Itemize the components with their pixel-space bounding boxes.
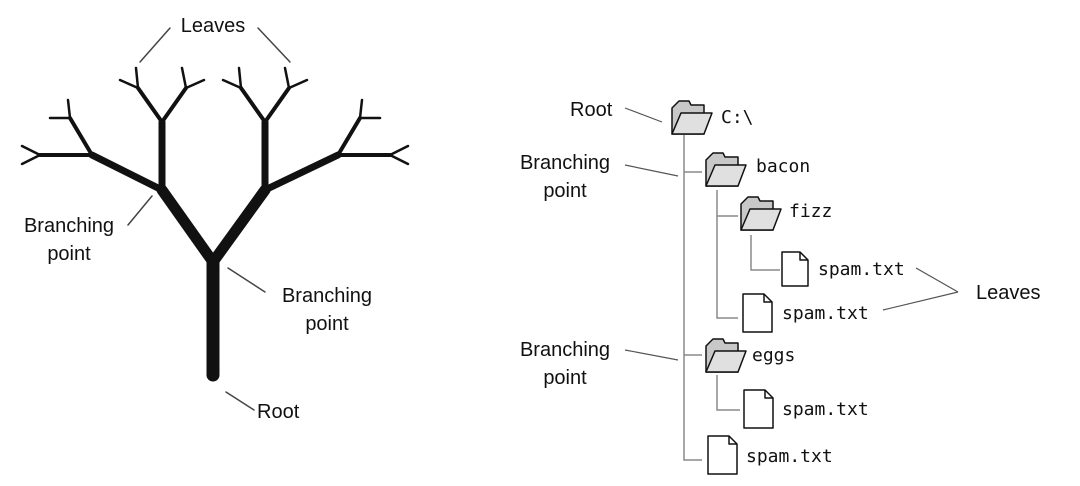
- folder-fizz-name: fizz: [789, 201, 833, 222]
- fs-leaves-leader-lower: [882, 291, 959, 311]
- tree-leader-lines: [127, 27, 291, 411]
- fs-branching-point-label-upper: Branching point: [519, 152, 611, 202]
- tree-branch-right-out: [261, 151, 342, 194]
- fs-branching-point-label-lower: Branching point: [519, 339, 611, 389]
- root-leader: [225, 391, 255, 411]
- fs-branching-upper-leader: [624, 164, 679, 177]
- folder-icon: [740, 196, 782, 231]
- fs-root-leader: [624, 107, 663, 123]
- file-eggs-spam-name: spam.txt: [782, 399, 869, 420]
- tree-main-branch-left: [156, 184, 219, 268]
- root-label: Root: [257, 401, 300, 423]
- branching-right-leader: [227, 267, 266, 293]
- folder-bacon-name: bacon: [756, 156, 811, 177]
- fs-root-label: Root: [570, 99, 613, 121]
- tree-leaf-tips: [20, 66, 410, 166]
- folder-icon: [671, 100, 713, 135]
- folder-icon: [705, 338, 747, 373]
- file-fizz-spam-name: spam.txt: [818, 259, 905, 280]
- file-icon: [743, 389, 774, 429]
- fs-branching-lower-leader: [624, 349, 679, 361]
- branching-left-leader: [127, 195, 153, 226]
- folder-icon: [705, 152, 747, 187]
- folder-eggs-name: eggs: [752, 345, 796, 366]
- tree-figure: [20, 27, 410, 411]
- file-icon: [742, 293, 773, 333]
- folder-c-drive-name: C:\: [721, 107, 754, 128]
- fs-tree-lines: [683, 135, 780, 461]
- branching-point-label-right: Branching point: [281, 285, 373, 335]
- tree-branch-left-out: [88, 151, 166, 194]
- file-bacon-spam-name: spam.txt: [782, 303, 869, 324]
- branching-point-label-left: Branching point: [23, 215, 115, 265]
- fs-leader-lines: [624, 107, 959, 361]
- leaves-leader-right: [257, 27, 291, 63]
- tree-main-branch-right: [207, 184, 271, 268]
- fs-leaves-label: Leaves: [976, 282, 1041, 304]
- fs-leaves-leader-upper: [915, 267, 959, 293]
- file-icon: [707, 435, 738, 475]
- file-root-spam-name: spam.txt: [746, 446, 833, 467]
- file-icon: [781, 251, 809, 287]
- tree-twigs: [38, 86, 392, 157]
- leaves-leader-left: [139, 27, 171, 63]
- leaves-label: Leaves: [180, 15, 246, 37]
